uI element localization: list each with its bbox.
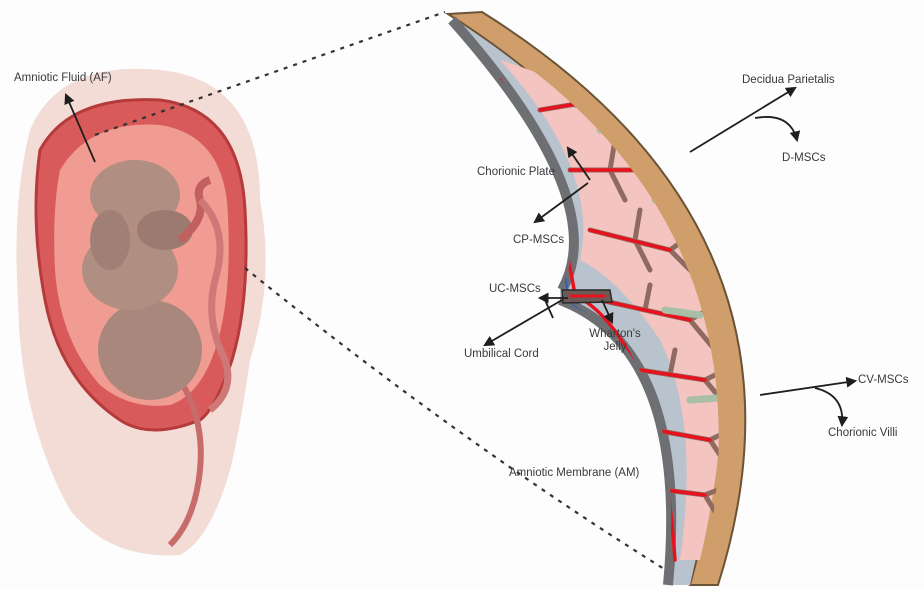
arrow-decidua-parietalis: [690, 88, 795, 152]
arrow-umbilical-cord: [485, 300, 562, 345]
label-cv-mscs: CV-MSCs: [858, 374, 908, 387]
placenta-section: [448, 12, 760, 585]
label-uc-mscs: UC-MSCs: [489, 283, 541, 296]
label-cp-mscs: CP-MSCs: [513, 234, 564, 247]
label-chorionic-plate: Chorionic Plate: [477, 166, 555, 179]
label-whartons-jelly-line2: Jelly: [582, 341, 648, 354]
label-chorionic-villi: Chorionic Villi: [828, 427, 897, 440]
label-whartons-jelly-line1: Wharton's: [582, 328, 648, 341]
label-whartons-jelly: Wharton's Jelly: [582, 328, 648, 354]
arrow-cv-mscs: [760, 381, 855, 395]
label-amniotic-fluid: Amniotic Fluid (AF): [14, 72, 112, 85]
label-umbilical-cord: Umbilical Cord: [464, 348, 539, 361]
arrow-d-mscs: [755, 117, 797, 140]
label-decidua-parietalis: Decidua Parietalis: [742, 74, 835, 87]
arrow-chorionic-villi: [815, 388, 842, 425]
label-amniotic-membrane: Amniotic Membrane (AM): [509, 467, 639, 480]
label-d-mscs: D-MSCs: [782, 152, 825, 165]
